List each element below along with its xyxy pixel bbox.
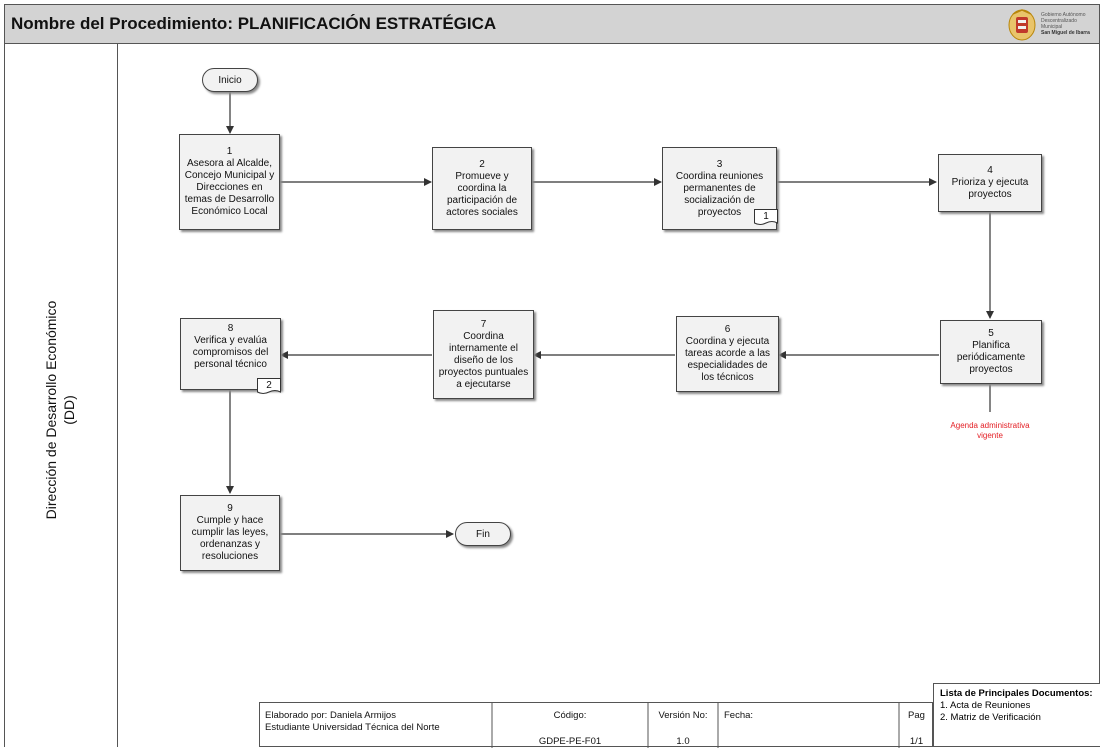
document-ref-number: 1 [763,211,769,222]
process-step-9: 9 Cumple y hace cumplir las leyes, orden… [180,495,280,571]
coat-of-arms-icon [1008,9,1036,41]
municipal-logo: Gobierno Autónomo Descentralizado Munici… [1007,8,1095,42]
annotation-agenda: Agenda administrativa vigente [950,421,1030,440]
footer-table: Elaborado por: Daniela Armijos Estudiant… [259,702,933,748]
document-ref-2: 2 [257,378,281,396]
date-label: Fecha: [724,710,754,721]
page-label: Pag [908,710,925,721]
document-ref-1: 1 [754,209,778,227]
step-number: 7 [480,318,487,330]
author-affiliation: Estudiante Universidad Técnica del Norte [265,722,440,733]
step-text: Planifica periódicamente proyectos [956,340,1026,375]
procedure-header: Nombre del Procedimiento: PLANIFICACIÓN … [4,4,1100,44]
step-number: 3 [716,158,723,170]
version-value: 1.0 [676,736,690,747]
step-text: Coordina internamente el diseño de los p… [438,330,529,390]
process-step-6: 6 Coordina y ejecuta tareas acorde a las… [676,316,779,392]
process-step-2: 2 Promueve y coordina la participación d… [432,147,532,230]
document-icon [754,209,778,225]
step-text: Asesora al Alcalde, Concejo Municipal y … [184,158,275,217]
step-number: 1 [226,146,233,157]
documents-title: Lista de Principales Documentos: [940,688,1093,699]
step-number: 9 [227,503,233,514]
process-step-7: 7 Coordina internamente el diseño de los… [433,310,534,399]
step-text: Promueve y coordina la participación de … [446,170,518,218]
start-label: Inicio [218,74,242,86]
step-number: 5 [988,328,994,339]
footer-grid [491,703,900,748]
procedure-title: Nombre del Procedimiento: PLANIFICACIÓN … [11,14,497,33]
logo-text: Gobierno Autónomo Descentralizado Munici… [1041,12,1095,36]
process-step-4: 4 Prioriza y ejecuta proyectos [938,154,1042,212]
start-terminal: Inicio [202,68,258,92]
lane-separator [117,44,118,747]
step-number: 4 [987,165,993,176]
logo-line-2: Descentralizado Municipal [1041,18,1077,30]
step-text: Verifica y evalúa compromisos del person… [192,335,269,370]
document-item-2: 2. Matriz de Verificación [940,712,1041,723]
end-terminal: Fin [455,522,511,546]
step-text: Coordina y ejecuta tareas acorde a las e… [684,336,771,383]
step-number: 2 [479,158,485,170]
process-step-5: 5 Planifica periódicamente proyectos [940,320,1042,384]
step-text: Cumple y hace cumplir las leyes, ordenan… [191,515,269,562]
author-name: Elaborado por: Daniela Armijos [265,710,396,721]
code-value: GDPE-PE-F01 [538,736,602,747]
step-text: Coordina reuniones permanentes de social… [675,170,764,218]
code-label: Código: [553,710,587,721]
step-number: 6 [724,324,731,335]
document-ref-number: 2 [266,380,272,391]
logo-line-1: Gobierno Autónomo [1041,12,1086,18]
documents-list: Lista de Principales Documentos: 1. Acta… [933,683,1100,747]
step-text: Prioriza y ejecuta proyectos [951,177,1029,200]
document-icon [257,378,281,394]
step-number: 8 [227,323,234,334]
process-step-1: 1 Asesora al Alcalde, Concejo Municipal … [179,134,280,230]
version-label: Versión No: [658,710,708,721]
logo-line-3: San Miguel de Ibarra [1041,30,1090,36]
page-value: 1/1 [909,736,924,747]
document-item-1: 1. Acta de Reuniones [940,700,1031,711]
end-label: Fin [476,528,490,540]
